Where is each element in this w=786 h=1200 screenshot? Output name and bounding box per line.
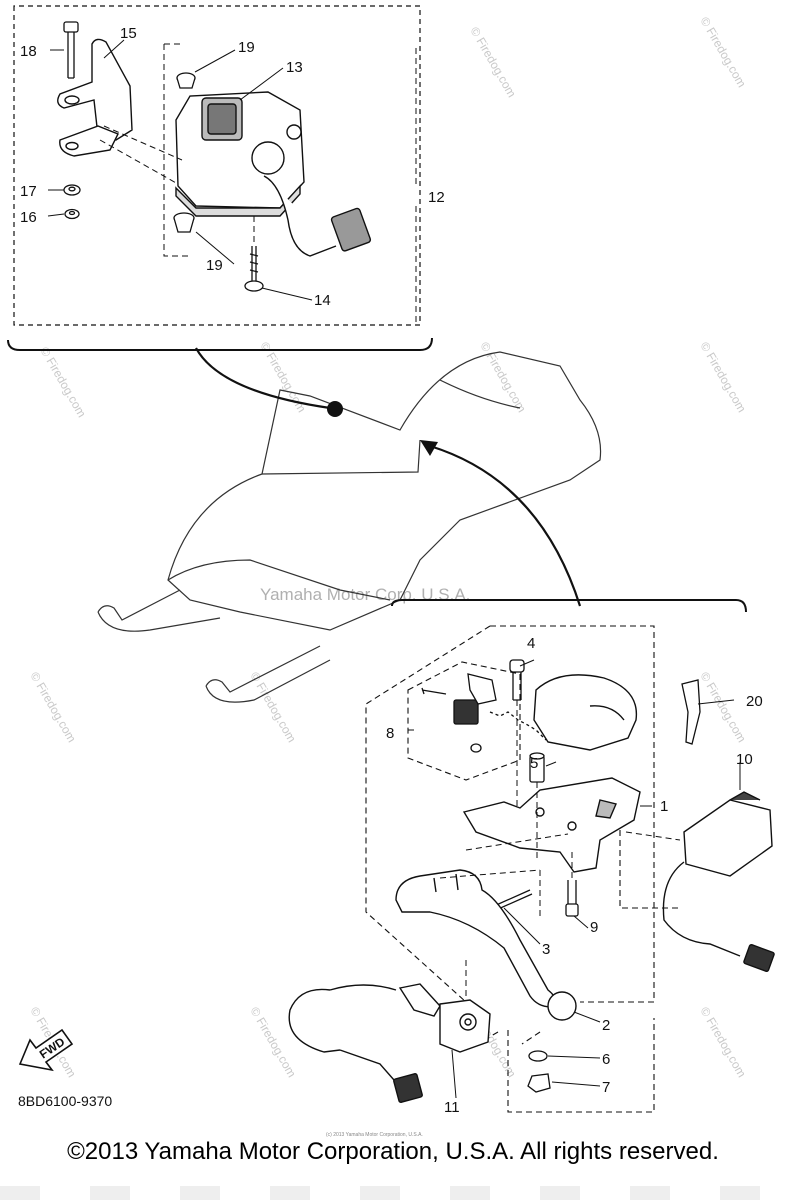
grommet-19-bottom [173,212,195,233]
callout-15: 15 [120,25,137,42]
nut-7 [527,1073,551,1093]
control-unit-12 [175,91,372,257]
callout-7: 7 [602,1079,610,1096]
callout-4: 4 [527,635,535,652]
callout-20: 20 [746,693,763,710]
connector-unit-10 [662,791,775,972]
watermark-text: © Firedog.com [697,15,749,90]
inset-box-bottom [365,625,680,1113]
callout-14: 14 [314,292,331,309]
callout-leaders [47,39,741,1099]
watermark-text: © Firedog.com [37,345,89,420]
leader-lines-top [99,43,417,324]
callout-11: 11 [444,1099,460,1116]
pin-5 [529,752,545,783]
location-arrow-bottom [391,440,747,613]
lever-cover [533,674,638,751]
callout-12: 12 [428,189,445,206]
lock-washer-16 [64,208,80,220]
callout-18: 18 [20,43,37,60]
callout-13: 13 [286,59,303,76]
bolt-9 [565,880,579,917]
callout-17: 17 [20,183,37,200]
callout-16: 16 [20,209,37,226]
callout-6: 6 [602,1051,610,1068]
callout-19-top: 19 [238,39,255,56]
throttle-lever-2 [395,869,577,1021]
callout-3: 3 [542,941,550,958]
inset-box-top [7,5,433,351]
callout-19-bottom: 19 [206,257,223,274]
lever-holder-1 [462,777,641,873]
bolt-4 [509,659,525,701]
washer-6 [528,1050,548,1062]
grommet-19-top [176,72,196,89]
screw-14 [244,246,264,292]
callout-5: 5 [530,755,538,772]
callout-8: 8 [386,725,394,742]
bracket-15 [57,38,133,157]
watermark-text: © Firedog.com [697,340,749,415]
cropped-strip [0,1186,786,1200]
watermark-layer: © Firedog.com © Firedog.com © Firedog.co… [27,15,749,1080]
watermark-text: © Firedog.com [27,670,79,745]
callout-2: 2 [602,1017,610,1034]
fine-print: (c) 2013 Yamaha Motor Corporation, U.S.A… [326,1132,423,1138]
bolt-18 [63,21,79,79]
cable-tie-20 [681,679,701,745]
location-arrow-top [195,347,343,417]
watermark-text: © Firedog.com [697,1005,749,1080]
callout-9: 9 [590,919,598,936]
leader-lines-bottom [439,700,681,1000]
diagram-code: 8BD6100-9370 [18,1093,112,1109]
switch-8 [421,673,547,753]
callout-10: 10 [736,751,753,768]
watermark-text: © Firedog.com [467,25,519,100]
washer-17 [63,184,81,196]
throttle-sensor-11 [288,983,491,1103]
callout-1: 1 [660,798,668,815]
copyright-notice: ©2013 Yamaha Motor Corporation, U.S.A. A… [67,1138,719,1165]
callout-labels: 18 15 19 13 17 16 19 14 12 4 8 5 1 10 20… [20,25,763,1116]
snowmobile-outline [97,351,602,703]
watermark-text: © Firedog.com [247,1005,299,1080]
watermark-text: © Firedog.com [697,670,749,745]
